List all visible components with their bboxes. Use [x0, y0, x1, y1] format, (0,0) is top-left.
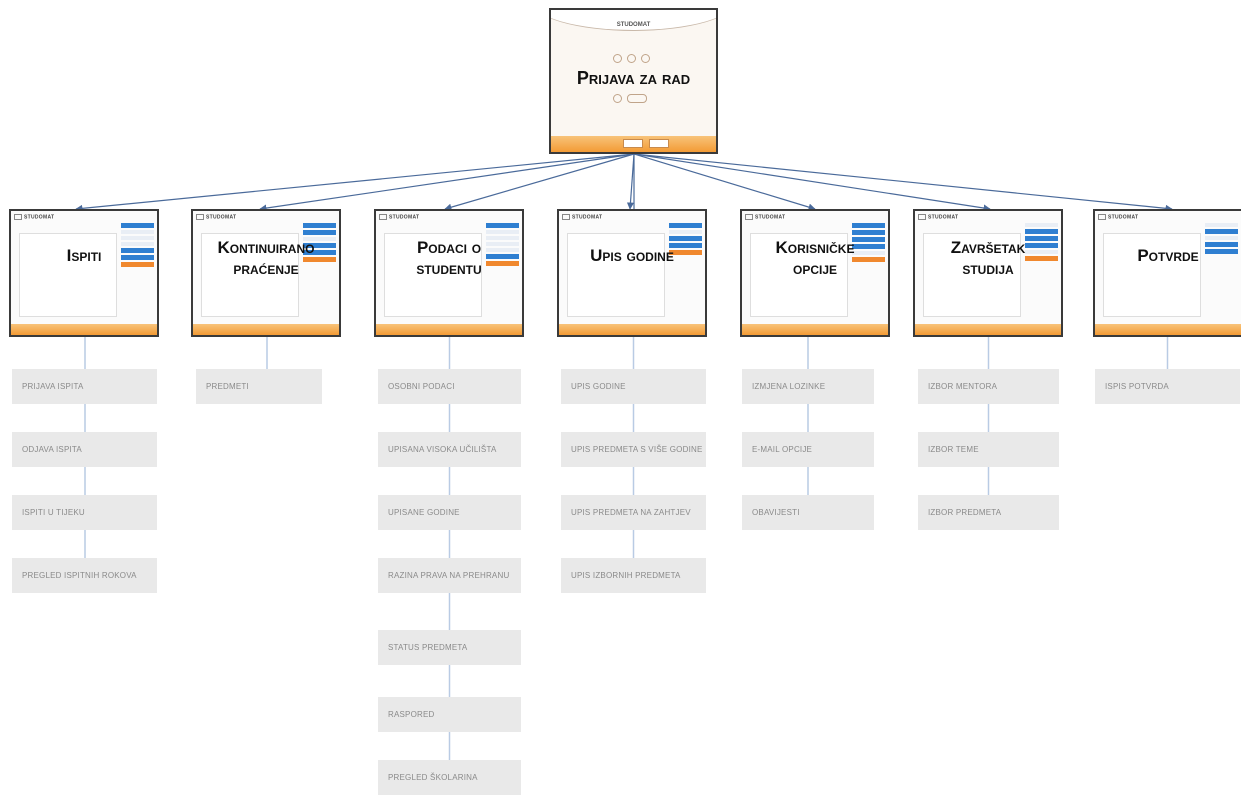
screen-thumbnail-podaci: STUDOMAT Podaci o studentu [374, 209, 524, 337]
menu-item: OBAVIJESTI [742, 495, 874, 530]
thumbnail-footer [376, 324, 522, 335]
section-title-line: studija [962, 259, 1014, 278]
menu-item: ISPIS POTVRDA [1095, 369, 1240, 404]
connector-arrow-zavrsetak [633, 153, 991, 212]
menu-item: UPIS PREDMETA NA ZAHTJEV [561, 495, 706, 530]
section-title-line: Upis godine [590, 246, 674, 265]
thumbnail-content-panel [19, 233, 117, 317]
screen-thumbnail-kontinuirano: STUDOMAT Kontinuirano praćenje [191, 209, 341, 337]
menu-item: OSOBNI PODACI [378, 369, 521, 404]
menu-item: RAZINA PRAVA NA PREHRANU [378, 558, 521, 593]
login-footer [551, 136, 716, 152]
thumbnail-footer [742, 324, 888, 335]
menu-item: IZBOR PREDMETA [918, 495, 1059, 530]
connector-arrow-korisnicke [633, 153, 816, 211]
menu-item: UPISANA VISOKA UČILIŠTA [378, 432, 521, 467]
section-title-line: Potvrde [1137, 246, 1199, 265]
thumbnail-side-menu [669, 223, 702, 293]
screen-thumbnail-upis: STUDOMAT Upis godine [557, 209, 707, 337]
thumbnail-side-menu [486, 223, 519, 293]
section-title-korisnicke: Korisničke opcije [742, 237, 888, 279]
menu-item: UPIS PREDMETA S VIŠE GODINE [561, 432, 706, 467]
thumbnail-footer [915, 324, 1061, 335]
menu-item: ISPITI U TIJEKU [12, 495, 157, 530]
section-title-line: Korisničke [775, 238, 855, 257]
section-title-podaci: Podaci o studentu [376, 237, 522, 279]
menu-item: E-MAIL OPCIJE [742, 432, 874, 467]
studomat-logo: STUDOMAT [616, 22, 651, 28]
studomat-logo: STUDOMAT [562, 214, 602, 220]
section-title-line: opcije [792, 259, 837, 278]
screen-thumbnail-potvrde: STUDOMAT Potvrde [1093, 209, 1241, 337]
section-title-kontinuirano: Kontinuirano praćenje [193, 237, 339, 279]
root-title: Prijava za rad [576, 68, 691, 88]
section-title-line: studentu [416, 259, 482, 278]
section-title-upis: Upis godine [559, 245, 705, 266]
thumbnail-footer [1095, 324, 1241, 335]
thumbnail-content-panel [1103, 233, 1201, 317]
thumbnail-side-menu [303, 223, 336, 293]
section-title-line: Podaci o [416, 238, 482, 257]
menu-item: UPIS GODINE [561, 369, 706, 404]
studomat-logo: STUDOMAT [1098, 214, 1138, 220]
menu-item: RASPORED [378, 697, 521, 732]
thumbnail-side-menu [121, 223, 154, 293]
menu-item: PRIJAVA ISPITA [12, 369, 157, 404]
screen-thumbnail-zavrsetak: STUDOMAT Završetak studija [913, 209, 1063, 337]
studomat-logo: STUDOMAT [14, 214, 54, 220]
menu-item: ODJAVA ISPITA [12, 432, 157, 467]
menu-item: STATUS PREDMETA [378, 630, 521, 665]
connector-arrow-upis [626, 153, 635, 210]
connector-arrow-ispiti [75, 153, 635, 212]
thumbnail-content-panel [384, 233, 482, 317]
menu-item: IZBOR TEME [918, 432, 1059, 467]
thumbnail-footer [11, 324, 157, 335]
menu-item: PREGLED ŠKOLARINA [378, 760, 521, 795]
connector-arrow-potvrde [633, 153, 1173, 212]
thumbnail-side-menu [1025, 223, 1058, 293]
section-title-line: Kontinuirano [217, 238, 315, 257]
section-title-ispiti: Ispiti [11, 245, 157, 266]
studomat-logo: STUDOMAT [918, 214, 958, 220]
screen-thumbnail-ispiti: STUDOMAT Ispiti [9, 209, 159, 337]
thumbnail-side-menu [852, 223, 885, 293]
section-title-line: praćenje [233, 259, 299, 278]
studomat-logo: STUDOMAT [196, 214, 236, 220]
connector-arrow-podaci [444, 153, 635, 211]
section-title-zavrsetak: Završetak studija [915, 237, 1061, 279]
studomat-logo: STUDOMAT [379, 214, 419, 220]
section-title-potvrde: Potvrde [1095, 245, 1241, 266]
thumbnail-footer [559, 324, 705, 335]
thumbnail-footer [193, 324, 339, 335]
menu-item: IZBOR MENTORA [918, 369, 1059, 404]
thumbnail-content-panel [923, 233, 1021, 317]
thumbnail-content-panel [201, 233, 299, 317]
thumbnail-side-menu [1205, 223, 1238, 293]
menu-item: IZMJENA LOZINKE [742, 369, 874, 404]
root-login-screen: STUDOMAT Prijava za rad [549, 8, 718, 154]
menu-item: UPIS IZBORNIH PREDMETA [561, 558, 706, 593]
menu-item: PREDMETI [196, 369, 322, 404]
section-title-line: Završetak [950, 238, 1026, 257]
menu-item: UPISANE GODINE [378, 495, 521, 530]
studomat-logo: STUDOMAT [745, 214, 785, 220]
login-keypad-icon [613, 54, 661, 114]
screen-thumbnail-korisnicke: STUDOMAT Korisničke opcije [740, 209, 890, 337]
login-header-arc [551, 10, 716, 31]
section-title-line: Ispiti [66, 246, 102, 265]
menu-item: PREGLED ISPITNIH ROKOVA [12, 558, 157, 593]
connector-arrow-kontinuirano [259, 153, 635, 212]
thumbnail-content-panel [567, 233, 665, 317]
thumbnail-content-panel [750, 233, 848, 317]
